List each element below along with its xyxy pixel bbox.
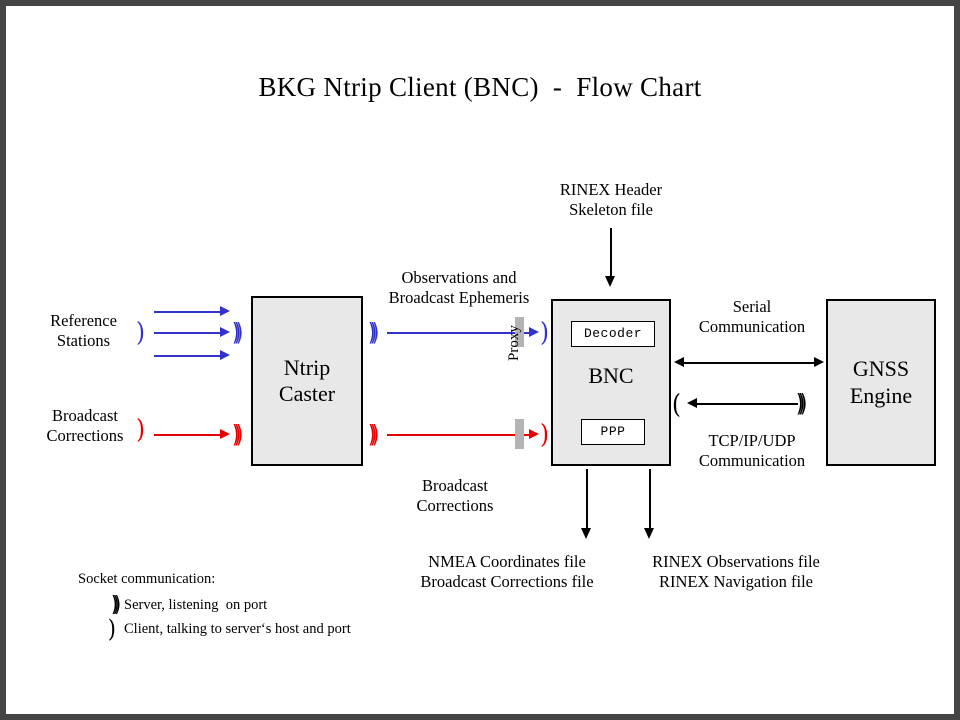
arrow-broadcast-corr-out-line xyxy=(387,434,531,436)
arrow-tcpip-head xyxy=(687,398,697,408)
label-reference-stations: Reference Stations xyxy=(50,311,117,351)
server-socket-icon-legend-glyph: ))) xyxy=(111,592,121,618)
node-ntrip-caster[interactable]: Ntrip Caster xyxy=(251,296,363,466)
client-socket-icon-legend: ) xyxy=(78,615,124,643)
node-bnc[interactable]: Decoder BNC PPP xyxy=(551,299,671,466)
arrow-output-left-line xyxy=(586,469,588,531)
arrow-serial-line xyxy=(682,362,816,364)
node-decoder[interactable]: Decoder xyxy=(571,321,655,347)
ppp-label: PPP xyxy=(600,424,626,440)
client-socket-icon-bnc-tcpip: ( xyxy=(672,389,681,420)
arrow-rinex-skeleton-head xyxy=(605,276,615,287)
client-socket-icon-reference-stations: ) xyxy=(136,317,145,348)
arrow-output-right-line xyxy=(649,469,651,531)
arrow-ref-stations-1-head xyxy=(220,306,230,316)
ntrip-caster-label: Ntrip Caster xyxy=(279,355,335,408)
page-title: BKG Ntrip Client (BNC) - Flow Chart xyxy=(258,72,702,102)
node-ppp[interactable]: PPP xyxy=(581,419,645,445)
arrow-broadcast-corr-in-line xyxy=(154,434,222,436)
client-socket-icon-broadcast-corrections: ) xyxy=(136,414,145,445)
ntrip-caster-line1: Ntrip xyxy=(283,354,331,380)
arrow-output-left-head xyxy=(581,528,591,539)
arrow-tcpip-line xyxy=(694,403,798,405)
arrow-ref-stations-3-line xyxy=(154,355,222,357)
label-output-left: NMEA Coordinates file Broadcast Correcti… xyxy=(420,552,594,592)
label-rinex-header-skeleton: RINEX Header Skeleton file xyxy=(559,180,663,220)
legend-title: Socket communication: xyxy=(78,571,216,587)
arrow-observations-line xyxy=(387,332,531,334)
legend-item-server-label: Server, listening on port xyxy=(124,596,268,613)
server-socket-icon-legend: ))) xyxy=(78,592,124,618)
proxy-bar-top xyxy=(515,317,524,347)
arrow-serial-head-right xyxy=(814,357,824,367)
server-socket-icon-caster-out-red: ))) xyxy=(368,421,379,449)
gnss-engine-line2: Engine xyxy=(849,382,913,408)
arrow-serial-head-left xyxy=(674,357,684,367)
client-socket-icon-bnc-in-blue: ) xyxy=(540,317,549,348)
arrow-output-right-head xyxy=(644,528,654,539)
arrow-ref-stations-2-head xyxy=(220,327,230,337)
server-socket-icon-gnss: ))) xyxy=(796,390,807,418)
legend-item-client: ) Client, talking to server‘s host and p… xyxy=(78,615,351,643)
arrow-ref-stations-2-line xyxy=(154,332,222,334)
decoder-label: Decoder xyxy=(583,326,643,342)
arrow-rinex-skeleton-line xyxy=(610,228,612,278)
label-observations-ephemeris: Observations and Broadcast Ephemeris xyxy=(388,268,530,308)
client-socket-icon-bnc-in-red: ) xyxy=(540,419,549,450)
legend-item-server: ))) Server, listening on port xyxy=(78,592,351,618)
legend: Socket communication: ))) Server, listen… xyxy=(78,571,351,643)
label-proxy: Proxy xyxy=(506,325,522,361)
label-serial-communication: Serial Communication xyxy=(698,297,806,337)
node-gnss-engine[interactable]: GNSS Engine xyxy=(826,299,936,466)
label-tcpip-communication: TCP/IP/UDP Communication xyxy=(698,431,806,471)
server-socket-icon-caster-in-red: ))) xyxy=(232,421,243,449)
label-output-right: RINEX Observations file RINEX Navigation… xyxy=(652,552,820,592)
label-broadcast-corrections-left: Broadcast Corrections xyxy=(46,406,124,446)
gnss-engine-label: GNSS Engine xyxy=(850,356,912,409)
ntrip-caster-line2: Caster xyxy=(278,381,336,406)
legend-item-client-label: Client, talking to server‘s host and por… xyxy=(124,620,351,637)
arrow-ref-stations-1-line xyxy=(154,311,222,313)
arrow-observations-head xyxy=(529,327,539,337)
arrow-broadcast-corr-out-head xyxy=(529,429,539,439)
proxy-bar-bottom xyxy=(515,419,524,449)
client-socket-icon-legend-glyph: ) xyxy=(107,615,116,643)
gnss-engine-line1: GNSS xyxy=(852,356,910,382)
server-socket-icon-caster-in-blue: ))) xyxy=(232,319,243,347)
arrow-ref-stations-3-head xyxy=(220,350,230,360)
server-socket-icon-caster-out-blue: ))) xyxy=(368,319,379,347)
label-broadcast-corrections-mid: Broadcast Corrections xyxy=(416,476,494,516)
bnc-label: BNC xyxy=(588,363,634,388)
arrow-broadcast-corr-in-head xyxy=(220,429,230,439)
